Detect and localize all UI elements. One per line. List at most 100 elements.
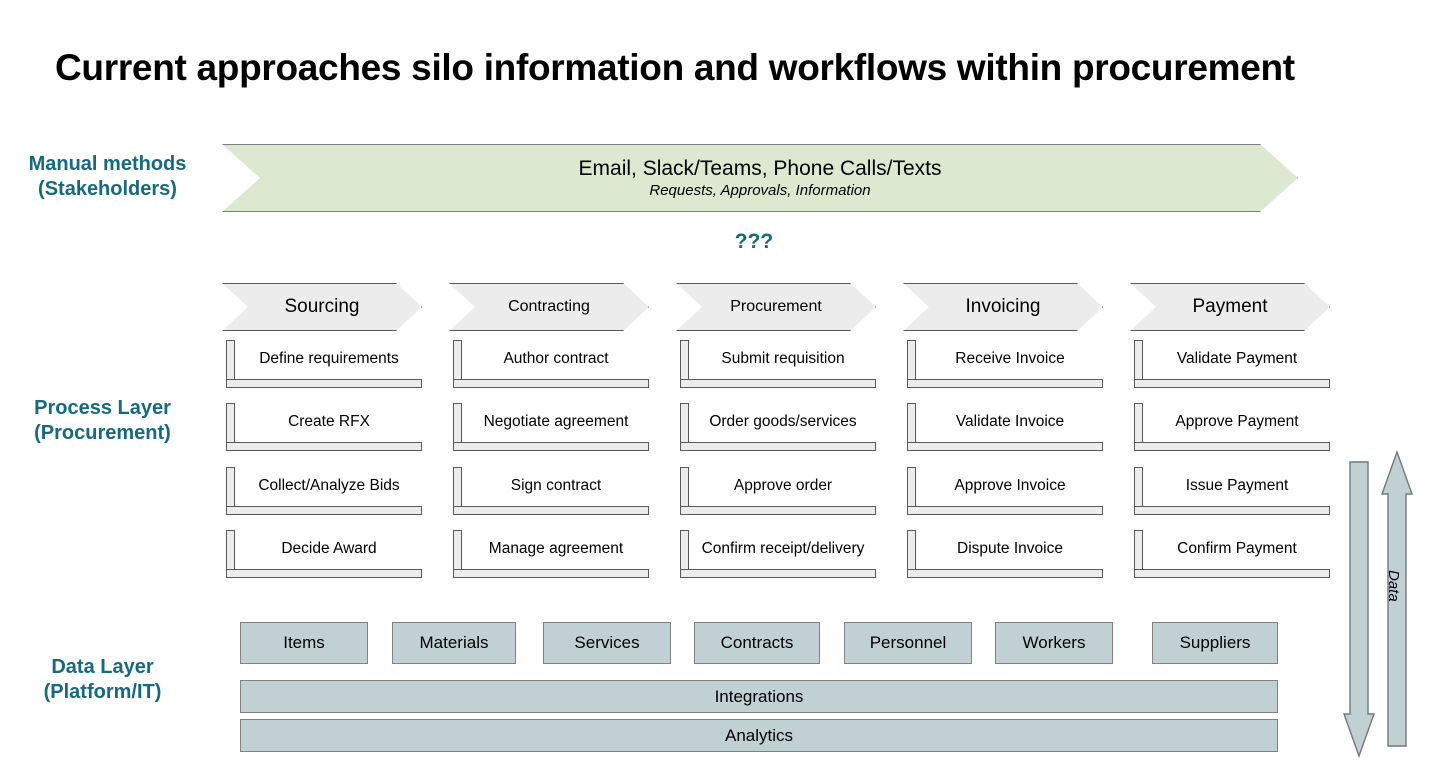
row-label-process-layer-line1: Process Layer	[34, 397, 171, 419]
manual-methods-banner-subtitle: Requests, Approvals, Information	[649, 182, 871, 199]
process-step[interactable]: Manage agreement	[453, 530, 649, 578]
process-step-bottom-bar	[907, 506, 1103, 515]
process-step-label: Define requirements	[259, 350, 399, 367]
process-step-label: Create RFX	[288, 413, 370, 430]
process-step[interactable]: Validate Payment	[1134, 340, 1330, 388]
process-step-bottom-bar	[1134, 379, 1330, 388]
process-step-bottom-bar	[1134, 442, 1330, 451]
process-step[interactable]: Decide Award	[226, 530, 422, 578]
process-step-label: Sign contract	[510, 477, 602, 494]
process-step-label: Collect/Analyze Bids	[258, 477, 400, 494]
process-column-header[interactable]: Invoicing	[903, 283, 1103, 331]
process-column-header[interactable]: Payment	[1130, 283, 1330, 331]
process-step-label: Approve order	[733, 477, 833, 494]
process-step-bottom-bar	[226, 569, 422, 578]
row-label-manual-methods-line1: Manual methods	[28, 153, 187, 175]
process-step-bottom-bar	[680, 442, 876, 451]
process-step[interactable]: Validate Invoice	[907, 403, 1103, 451]
process-column-header[interactable]: Contracting	[449, 283, 649, 331]
data-chip-items[interactable]: Items	[240, 622, 368, 664]
process-step-label: Dispute Invoice	[957, 540, 1063, 557]
process-step-bottom-bar	[453, 379, 649, 388]
data-chip-personnel[interactable]: Personnel	[844, 622, 972, 664]
data-chip-materials[interactable]: Materials	[392, 622, 516, 664]
data-chip-workers[interactable]: Workers	[995, 622, 1113, 664]
process-step-label: Negotiate agreement	[483, 413, 629, 430]
process-step-bottom-bar	[453, 569, 649, 578]
process-step[interactable]: Collect/Analyze Bids	[226, 467, 422, 515]
arrow-up-icon	[1381, 449, 1413, 747]
row-label-manual-methods: Manual methods (Stakeholders)	[0, 152, 215, 202]
process-column-header[interactable]: Sourcing	[222, 283, 422, 331]
process-step-bottom-bar	[1134, 506, 1330, 515]
row-label-manual-methods-line2: (Stakeholders)	[38, 178, 177, 200]
data-chip-contracts[interactable]: Contracts	[694, 622, 820, 664]
process-step[interactable]: Negotiate agreement	[453, 403, 649, 451]
process-step-label: Submit requisition	[721, 350, 845, 367]
process-step[interactable]: Receive Invoice	[907, 340, 1103, 388]
process-step-bottom-bar	[453, 442, 649, 451]
manual-methods-banner-title: Email, Slack/Teams, Phone Calls/Texts	[578, 157, 942, 180]
process-step-label: Order goods/services	[709, 413, 857, 430]
process-step[interactable]: Sign contract	[453, 467, 649, 515]
process-column-header[interactable]: Procurement	[676, 283, 876, 331]
data-chip-services[interactable]: Services	[543, 622, 671, 664]
process-step[interactable]: Dispute Invoice	[907, 530, 1103, 578]
process-step-bottom-bar	[226, 442, 422, 451]
row-label-data-layer-line1: Data Layer	[51, 656, 154, 678]
process-step[interactable]: Confirm Payment	[1134, 530, 1330, 578]
process-step[interactable]: Approve Payment	[1134, 403, 1330, 451]
manual-methods-banner: Email, Slack/Teams, Phone Calls/Texts Re…	[222, 144, 1298, 212]
data-flow-arrows: Data	[1340, 449, 1434, 759]
row-label-process-layer: Process Layer (Procurement)	[0, 396, 210, 446]
process-step-label: Validate Invoice	[955, 413, 1065, 430]
data-arrows-label: Data	[1385, 570, 1402, 602]
arrow-down-icon	[1343, 461, 1375, 759]
process-step[interactable]: Issue Payment	[1134, 467, 1330, 515]
process-step-label: Manage agreement	[488, 540, 624, 557]
row-label-data-layer-line2: (Platform/IT)	[43, 681, 162, 703]
page-title: Current approaches silo information and …	[55, 47, 1295, 88]
process-step[interactable]: Order goods/services	[680, 403, 876, 451]
process-step-label: Approve Invoice	[954, 477, 1066, 494]
process-step-bottom-bar	[1134, 569, 1330, 578]
process-step[interactable]: Define requirements	[226, 340, 422, 388]
process-step[interactable]: Approve order	[680, 467, 876, 515]
row-label-data-layer: Data Layer (Platform/IT)	[0, 655, 210, 705]
process-step-bottom-bar	[453, 506, 649, 515]
process-step[interactable]: Submit requisition	[680, 340, 876, 388]
process-step-bottom-bar	[226, 506, 422, 515]
process-step-bottom-bar	[907, 569, 1103, 578]
process-step[interactable]: Confirm receipt/delivery	[680, 530, 876, 578]
process-step[interactable]: Create RFX	[226, 403, 422, 451]
row-label-process-layer-line2: (Procurement)	[34, 422, 171, 444]
process-step-label: Decide Award	[281, 540, 377, 557]
process-step-label: Confirm Payment	[1177, 540, 1297, 557]
process-step-label: Validate Payment	[1176, 350, 1298, 367]
data-chip-suppliers[interactable]: Suppliers	[1152, 622, 1278, 664]
process-step-label: Confirm receipt/delivery	[701, 540, 865, 557]
process-step-bottom-bar	[907, 379, 1103, 388]
process-step[interactable]: Approve Invoice	[907, 467, 1103, 515]
connector-question-marks: ???	[734, 230, 774, 253]
process-step-bottom-bar	[680, 569, 876, 578]
process-step-label: Author contract	[503, 350, 609, 367]
process-step-bottom-bar	[226, 379, 422, 388]
process-step-bottom-bar	[907, 442, 1103, 451]
process-step-label: Receive Invoice	[955, 350, 1065, 367]
data-bar-integrations: Integrations	[240, 680, 1278, 713]
process-step-label: Approve Payment	[1175, 413, 1299, 430]
data-bar-analytics: Analytics	[240, 719, 1278, 752]
process-step-bottom-bar	[680, 506, 876, 515]
data-layer-grid: Integrations Analytics Items Materials Ser…	[240, 622, 1278, 754]
data-arrows-svg	[1343, 449, 1413, 759]
process-step-bottom-bar	[680, 379, 876, 388]
process-step-label: Issue Payment	[1185, 477, 1289, 494]
process-step[interactable]: Author contract	[453, 340, 649, 388]
